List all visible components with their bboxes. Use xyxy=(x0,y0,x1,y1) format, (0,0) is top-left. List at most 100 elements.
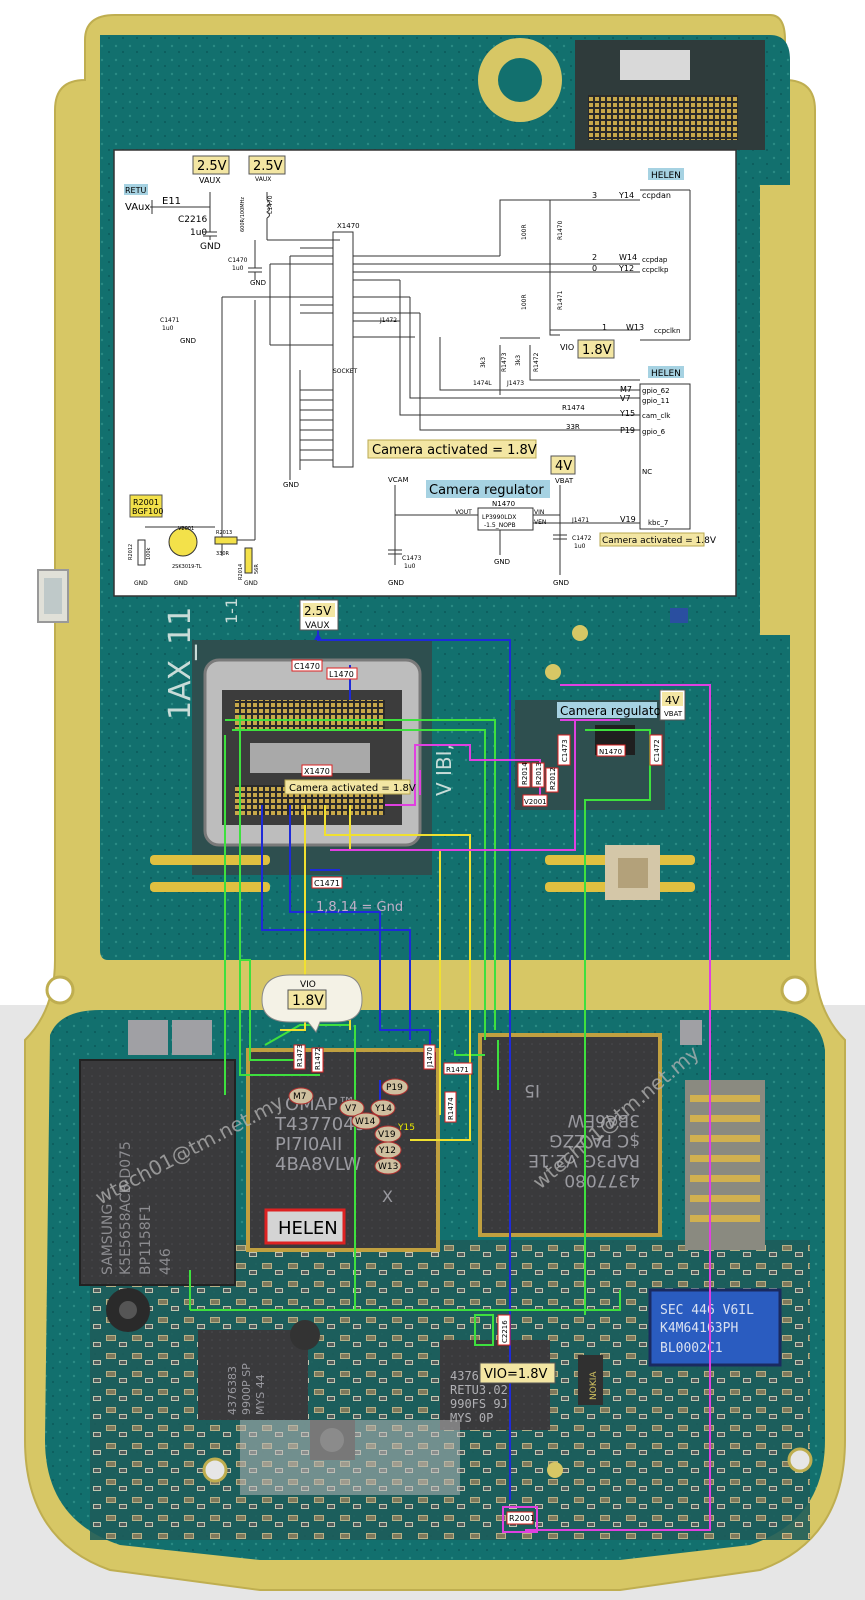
sch-w14: W14 xyxy=(619,253,637,262)
sch-vbat: VBAT xyxy=(555,477,574,485)
pin-v7: V7 xyxy=(345,1104,357,1114)
sch-gnd-6: GND xyxy=(388,579,404,587)
board-r2012: R2012 xyxy=(549,767,557,790)
sch-r2012: R2012 xyxy=(128,544,134,560)
sch-r2013: R2013 xyxy=(216,530,232,536)
pin-y15: Y15 xyxy=(397,1123,415,1133)
rap-line-5: I5 xyxy=(524,1080,540,1100)
sch-r1473: R1473 xyxy=(501,352,508,372)
chips: SAMSUNG K5E5658ACB-D075 BP1158F1 446 OMA… xyxy=(79,1020,782,1495)
sch-c1471-val: 1u0 xyxy=(162,325,174,332)
small1-line-1: 4376383 xyxy=(226,1366,239,1415)
sch-v25-b: 2.5V xyxy=(253,159,283,174)
sch-q-part: 2SK3019-TL xyxy=(172,564,202,570)
sch-helen-top: HELEN xyxy=(651,171,681,181)
board-helen: HELEN xyxy=(278,1218,338,1239)
board-r2001: R2001 xyxy=(509,1514,535,1523)
board-r1474: R1474 xyxy=(447,1097,455,1120)
board-vbat: VBAT xyxy=(664,710,683,718)
sch-r2001: R2001 xyxy=(133,498,159,507)
board-labels: 2.5V VAUX C1470 L1470 X1470 C1471 Camera… xyxy=(261,599,686,1533)
sch-gnd-9: GND xyxy=(174,580,188,587)
board-cam-activated: Camera activated = 1.8V xyxy=(289,783,416,794)
board-l1470: L1470 xyxy=(329,670,354,679)
omap-line-2: T4377049 xyxy=(274,1114,366,1135)
board-silk-v1b: V IBI, xyxy=(432,744,456,796)
board-v25: 2.5V xyxy=(304,604,332,618)
sch-v19: V19 xyxy=(620,515,636,524)
board-silk-1-1: 1-1 xyxy=(222,598,241,624)
sch-gnd-8: GND xyxy=(134,580,148,587)
board-r2013: R2013 xyxy=(535,762,543,785)
sch-gnd-7: GND xyxy=(553,579,569,587)
sch-v2001: V2001 xyxy=(178,526,194,532)
board-v2001: V2001 xyxy=(524,798,547,806)
sch-r1471-val: 100R xyxy=(521,294,528,310)
small1-line-2: 9900P SP xyxy=(240,1363,253,1415)
samsung-line-4: 446 xyxy=(158,1248,174,1275)
sch-w13: W13 xyxy=(626,323,644,332)
omap-line-5: X xyxy=(382,1187,393,1206)
board-c1470: C1470 xyxy=(294,662,320,671)
board-n1470: N1470 xyxy=(599,748,622,756)
small2-line-2: RETU3.02 xyxy=(450,1383,508,1397)
sch-vaux-b: VAUX xyxy=(255,176,271,183)
sch-gnd-1: GND xyxy=(200,242,221,252)
sch-j1471: J1471 xyxy=(571,517,589,524)
samsung-line-2: K5E5658ACB-D075 xyxy=(118,1141,134,1275)
sch-l1470-val: 600R/100MHz xyxy=(240,197,246,232)
board-r2014: R2014 xyxy=(521,762,529,785)
sch-r1474-val: 33R xyxy=(566,423,580,431)
sch-p19: P19 xyxy=(620,426,635,435)
sch-c1473-val: 1u0 xyxy=(404,563,416,570)
sch-r-3k3-b: 3k3 xyxy=(515,355,522,366)
sec-line-1: SEC 446 V6IL xyxy=(660,1303,754,1318)
sch-r1471: R1471 xyxy=(557,290,564,310)
pin-y12: Y12 xyxy=(378,1146,396,1156)
sch-y15: Y15 xyxy=(619,409,635,418)
pin-v19: V19 xyxy=(378,1130,396,1140)
sch-j1474: 1474L xyxy=(473,380,492,387)
nokia-mark: NOKIA xyxy=(589,1371,599,1400)
sch-cam-regulator: Camera regulator xyxy=(429,483,544,498)
sch-bgf100: BGF100 xyxy=(132,507,163,516)
sch-gnd-4: GND xyxy=(283,481,299,489)
sch-n1470: N1470 xyxy=(492,500,515,508)
board-vio18: VIO=1.8V xyxy=(484,1367,548,1382)
board-c2216: C2216 xyxy=(501,1320,509,1343)
sch-socket: SOCKET xyxy=(333,368,357,375)
sch-j1472: J1472 xyxy=(379,317,397,324)
omap-line-4: 4BA8VLW xyxy=(275,1154,361,1175)
small2-line-4: MYS 0P xyxy=(450,1411,493,1425)
sch-vcam: VCAM xyxy=(388,476,409,484)
sch-gnd-3: GND xyxy=(180,337,196,345)
sch-nc: NC xyxy=(642,468,652,476)
schematic-panel: HELEN HELEN RETU VAux E11 C2216 1u0 GND … xyxy=(113,149,737,597)
sch-vaux-pin: VAux xyxy=(125,202,150,213)
sch-c1472: C1472 xyxy=(572,535,592,542)
board-c1472: C1472 xyxy=(653,739,661,762)
sch-gpio11: gpio_11 xyxy=(642,397,670,405)
sch-r2014: R2014 xyxy=(238,564,244,580)
board-r1473: R1473 xyxy=(296,1044,304,1067)
sch-c1471: C1471 xyxy=(160,317,180,324)
sch-vout: VOUT xyxy=(455,509,472,516)
chip-samsung: SAMSUNG K5E5658ACB-D075 BP1158F1 446 xyxy=(79,1059,236,1286)
omap-line-3: PI7I0AII xyxy=(275,1134,342,1155)
sch-v4: 4V xyxy=(555,459,572,474)
board-v4: 4V xyxy=(665,694,680,707)
board-r1471: R1471 xyxy=(446,1066,469,1074)
board-vio: VIO xyxy=(300,980,316,990)
small2-line-3: 990FS 9J xyxy=(450,1397,508,1411)
sec-line-3: BL0002C1 xyxy=(660,1341,723,1356)
board-cam-regulator: Camera regulator xyxy=(560,704,666,718)
sch-c2216-val: 1u0 xyxy=(190,228,207,238)
board-x1470: X1470 xyxy=(304,767,330,776)
pin-m7: M7 xyxy=(293,1092,307,1102)
sec-line-2: K4M64163PH xyxy=(660,1321,738,1336)
sch-r2013-val: 330R xyxy=(216,551,230,557)
pin-w13: W13 xyxy=(378,1162,398,1172)
sch-c1473: C1473 xyxy=(402,555,422,562)
sch-r1470-val: 100R xyxy=(521,224,528,240)
